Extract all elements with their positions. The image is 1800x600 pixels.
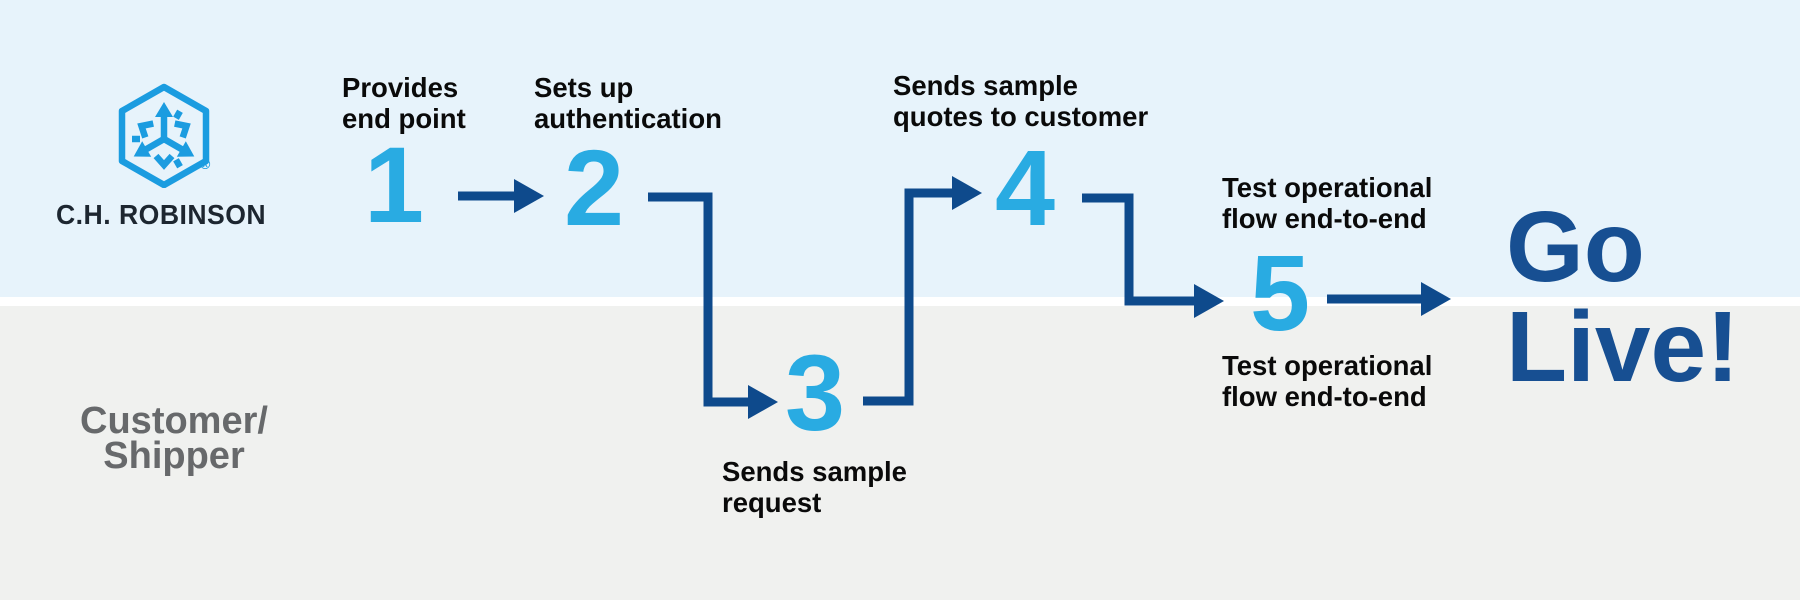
- step-4-label: Sends sample quotes to customer: [893, 70, 1148, 132]
- hexagon-arrows-logo-icon: [118, 83, 210, 188]
- step-1-number: 1: [363, 124, 425, 245]
- step-2-label: Sets up authentication: [534, 72, 722, 134]
- arrow-4-to-5-icon: [1082, 193, 1224, 318]
- go-live-line1: Go: [1506, 191, 1645, 303]
- go-live-outcome: Go Live!: [1506, 197, 1739, 397]
- arrow-5-to-golive-icon: [1327, 282, 1451, 316]
- arrow-1-to-2-icon: [458, 179, 544, 213]
- step-3-label-line1: Sends sample: [722, 456, 907, 487]
- registered-trademark: ®: [200, 156, 211, 172]
- step-4-label-line2: quotes to customer: [893, 101, 1149, 132]
- step-4-number: 4: [994, 127, 1056, 248]
- step-4-label-line1: Sends sample: [893, 70, 1078, 101]
- step-2-label-line2: authentication: [534, 103, 722, 134]
- lane-chrobinson: [0, 0, 1800, 297]
- lane-customer: [0, 306, 1800, 600]
- arrow-3-to-4-icon: [863, 176, 982, 406]
- customer-shipper-label: Customer/ Shipper: [36, 400, 312, 477]
- step-3-label-line2: request: [722, 487, 822, 518]
- step-2-label-line1: Sets up: [534, 72, 634, 103]
- step-5-number: 5: [1249, 232, 1311, 353]
- step-5-label-above: Test operational flow end-to-end: [1222, 172, 1432, 234]
- step-3-label: Sends sample request: [722, 456, 907, 518]
- go-live-line2: Live!: [1506, 291, 1740, 403]
- step-5-label-above-line2: flow end-to-end: [1222, 203, 1427, 234]
- lane-divider: [0, 297, 1800, 306]
- brand-wordmark: C.H. ROBINSON: [56, 199, 267, 230]
- step-3-number: 3: [784, 332, 846, 453]
- step-1-label: Provides end point: [342, 72, 466, 134]
- step-2-number: 2: [563, 127, 625, 248]
- step-1-label-line2: end point: [342, 103, 466, 134]
- customer-shipper-line2: Shipper: [103, 435, 245, 477]
- step-5-label-below-line1: Test operational: [1222, 350, 1433, 381]
- step-5-label-below: Test operational flow end-to-end: [1222, 350, 1432, 412]
- step-1-label-line1: Provides: [342, 72, 459, 103]
- customer-shipper-line1: Customer/: [80, 400, 268, 442]
- step-5-label-below-line2: flow end-to-end: [1222, 381, 1427, 412]
- step-5-label-above-line1: Test operational: [1222, 172, 1433, 203]
- arrow-2-to-3-icon: [648, 192, 778, 419]
